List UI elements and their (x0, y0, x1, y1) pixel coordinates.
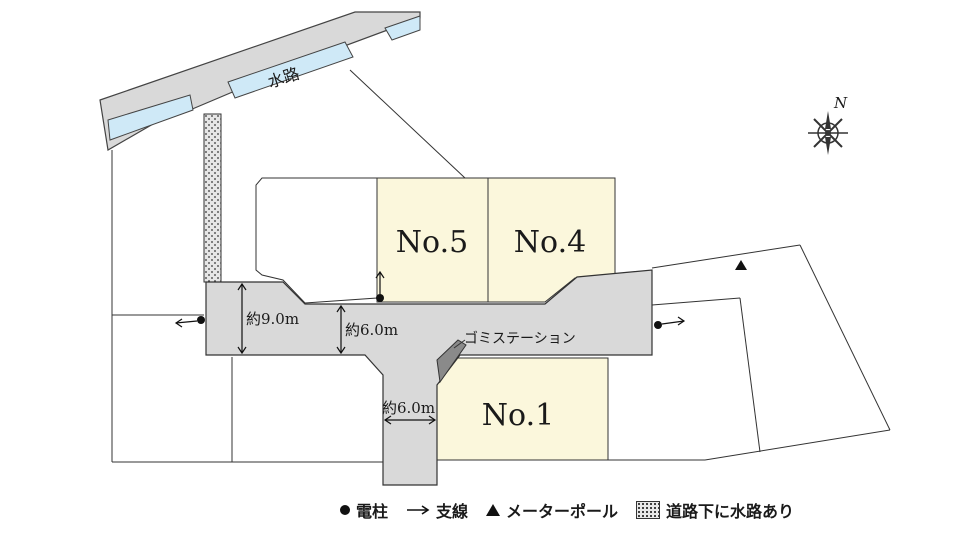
legend-pole: 電柱 (340, 498, 388, 522)
legend-pole-label: 電柱 (356, 502, 389, 521)
meter-pole-icon (735, 260, 747, 270)
legend-culvert: 道路下に水路あり (636, 498, 794, 522)
dimension-road (336, 304, 346, 355)
waterway-road: 水路 (99, 11, 421, 151)
property-lines (111, 69, 891, 463)
garbage-station-label: ゴミステーション (464, 330, 576, 347)
pole-icon (340, 505, 350, 515)
lot-1: No.1 (436, 357, 609, 461)
compass-icon (808, 111, 848, 155)
legend-meter-pole-label: メーターポール (506, 502, 619, 521)
lot-4: No.4 (487, 177, 616, 303)
arrow-right-icon (407, 505, 430, 515)
lot-5: No.5 (376, 177, 489, 303)
legend-meter-pole: メーターポール (486, 498, 618, 522)
culvert-strip (203, 113, 222, 283)
lot-1-label: No.1 (482, 398, 554, 433)
lot-5-label: No.5 (396, 225, 468, 260)
legend-guy-wire: 支線 (406, 498, 468, 522)
compass-north-label: N (833, 94, 848, 112)
dimension-main (237, 282, 247, 355)
utility-pole-left (174, 316, 205, 328)
legend-guy-wire-label: 支線 (436, 502, 469, 521)
legend: 電柱 支線 メーターポール 道路下に水路あり (340, 497, 794, 523)
dimension-main-label: 約9.0m (246, 310, 299, 328)
dotted-box-icon (636, 501, 661, 519)
access-road (205, 269, 653, 486)
utility-pole-center (375, 270, 385, 302)
garbage-station (436, 339, 467, 384)
dimension-lower (383, 415, 437, 425)
triangle-icon (486, 504, 501, 516)
dimension-lower-label: 約6.0m (382, 399, 435, 417)
lot-4-label: No.4 (514, 225, 586, 260)
utility-pole-right (654, 316, 686, 329)
dimension-road-label: 約6.0m (345, 321, 398, 339)
legend-culvert-label: 道路下に水路あり (666, 502, 795, 521)
